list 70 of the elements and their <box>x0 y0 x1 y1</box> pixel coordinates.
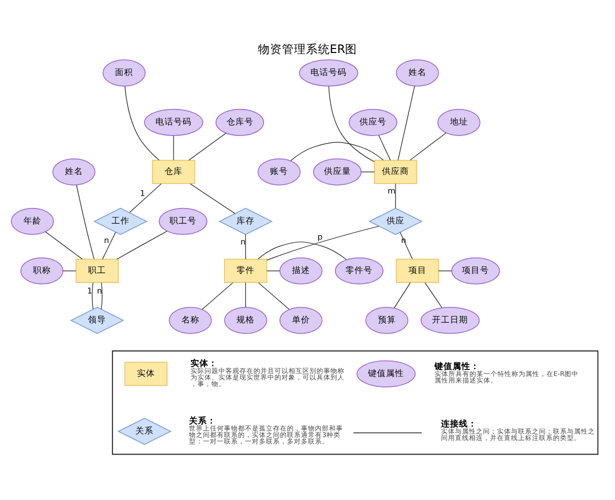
node-diamond: 关系 <box>117 417 172 444</box>
connector <box>394 282 411 308</box>
connector <box>102 231 116 260</box>
connector <box>173 134 174 160</box>
connector <box>245 234 246 259</box>
node-ellipse: 年龄 <box>10 207 54 234</box>
node-ellipse: 账号 <box>258 158 301 185</box>
node-ellipse: 项目号 <box>451 256 500 284</box>
node-label: 键值属性： <box>434 362 480 372</box>
node-box: 项目 <box>396 258 439 282</box>
connector <box>398 85 415 160</box>
connector <box>45 230 83 259</box>
node-box: 供应商 <box>374 159 418 184</box>
node-ellipse: 供应量 <box>313 158 362 185</box>
node-ellipse: 预算 <box>365 306 408 334</box>
node-ellipse: 供应号 <box>348 108 398 136</box>
node-box: 仓库 <box>152 159 196 184</box>
node-ellipse: 单价 <box>279 306 322 334</box>
node-diamond: 工作 <box>93 207 148 234</box>
node-ellipse: 仓库号 <box>216 108 264 136</box>
connector <box>190 182 236 214</box>
node-label: 连接线： <box>441 419 478 430</box>
connector <box>124 85 160 160</box>
diagram-title: 物资管理系统ER图 <box>258 42 358 56</box>
connector <box>92 282 94 310</box>
connector <box>62 270 76 271</box>
connector <box>188 132 226 160</box>
node-label: 实体： <box>190 358 218 368</box>
connector <box>129 182 162 212</box>
node-diamond: 领导 <box>70 306 124 334</box>
node-ellipse: 姓名 <box>52 158 96 185</box>
connector <box>400 231 413 259</box>
connector <box>100 282 102 310</box>
connector <box>360 171 375 172</box>
connector <box>202 282 234 310</box>
connector <box>116 230 168 259</box>
cluster <box>112 350 598 454</box>
node-ellipse: 职称 <box>20 256 64 284</box>
connector <box>266 225 380 260</box>
connector <box>378 134 391 160</box>
node-diamond: 供应 <box>368 207 423 234</box>
node-ellipse: 键值属性 <box>356 360 416 387</box>
connector <box>245 282 246 308</box>
connector <box>424 282 442 308</box>
connector <box>290 141 384 161</box>
connector <box>76 184 94 259</box>
node-ellipse: 零件号 <box>334 256 384 284</box>
connector <box>410 132 446 160</box>
connector <box>258 241 347 260</box>
node-ellipse: 职工号 <box>158 207 208 234</box>
connector <box>328 85 375 162</box>
node-ellipse: 电话号码 <box>299 58 358 86</box>
node-ellipse: 开工日期 <box>420 306 480 334</box>
node-box: 实体 <box>124 361 168 386</box>
connector <box>266 270 280 271</box>
node-ellipse: 姓名 <box>396 58 439 86</box>
node-diamond: 库存 <box>218 207 273 234</box>
node-ellipse: 描述 <box>279 256 322 284</box>
node-label: 关系： <box>189 416 216 426</box>
node-line <box>352 432 422 433</box>
node-ellipse: 名称 <box>168 306 212 334</box>
node-ellipse: 面积 <box>102 58 146 86</box>
node-box: 零件 <box>224 258 268 282</box>
node-ellipse: 规格 <box>224 306 268 334</box>
connector <box>438 270 452 271</box>
node-ellipse: 电话号码 <box>144 108 204 136</box>
node-ellipse: 地址 <box>437 108 480 136</box>
connector <box>395 182 396 208</box>
node-box: 职工 <box>76 258 119 282</box>
connector <box>258 282 290 310</box>
